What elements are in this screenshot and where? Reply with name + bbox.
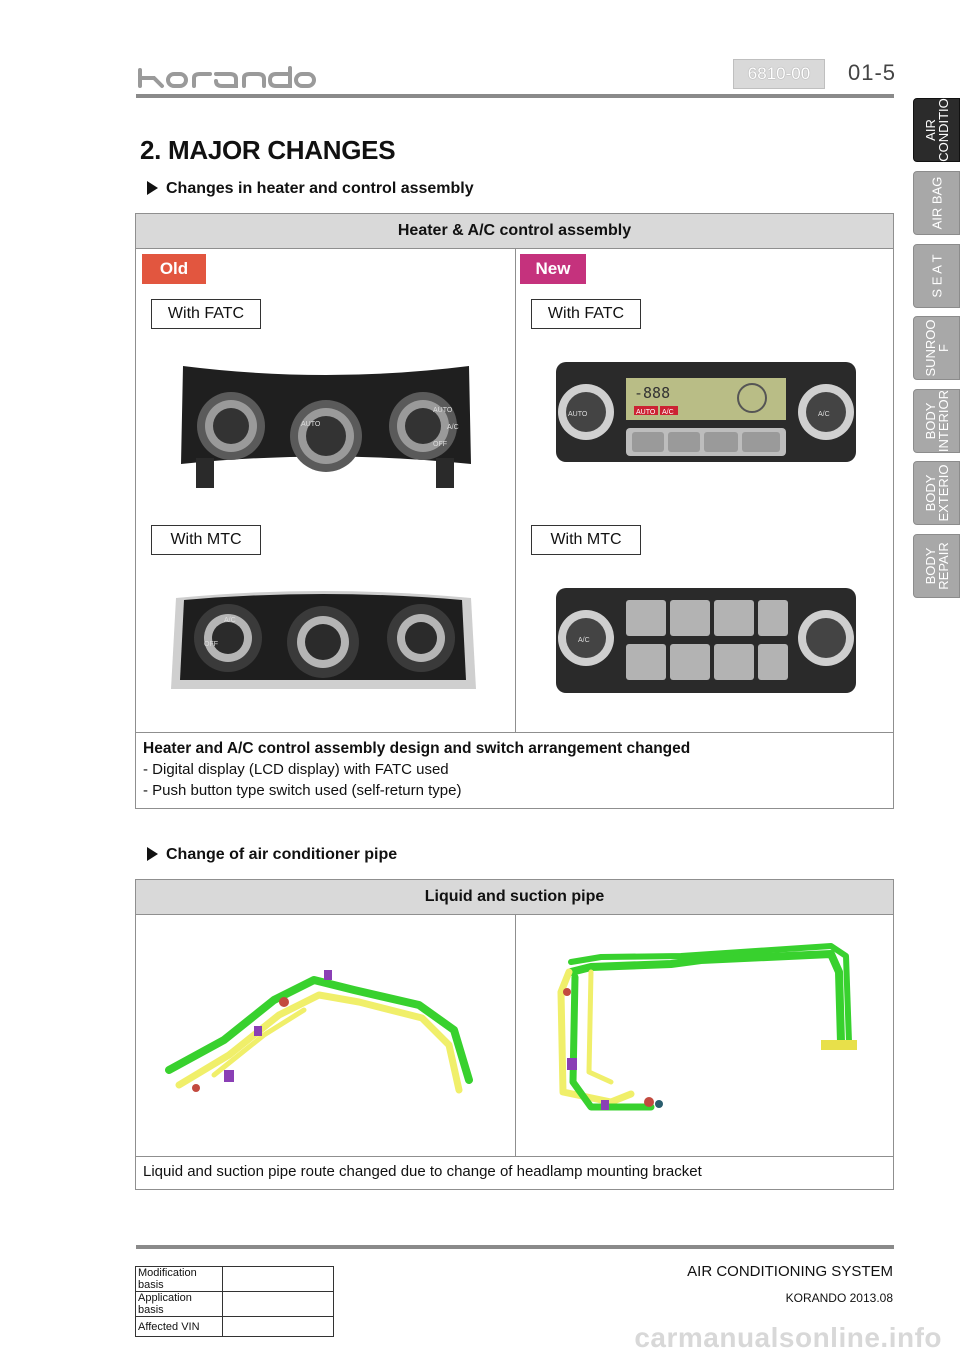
new-mtc-right-knob-icon xyxy=(798,610,854,666)
modification-table: Modification basis Application basis Aff… xyxy=(135,1266,334,1337)
page-number: 01-5 xyxy=(848,60,897,85)
header-rule xyxy=(136,94,894,98)
new-fatc-left-knob-icon xyxy=(558,384,614,440)
old-fatc-auto-text: AUTO xyxy=(301,421,321,428)
lcd-ac-indicator: A/C xyxy=(662,409,674,416)
tab-seat[interactable]: S E A T xyxy=(913,244,960,308)
new-fatc-right-knob-icon xyxy=(798,384,854,440)
modification-basis-value xyxy=(222,1266,334,1292)
old-fatc-control-image: AUTO AUTO OFF A/C xyxy=(181,366,471,488)
new-fatc-control-image: -888 AUTO A/C AUTO A/C xyxy=(556,362,856,462)
new-fatc-auto-text: AUTO xyxy=(568,411,588,418)
lcd-temperature-readout: -888 xyxy=(634,384,670,402)
old-fatc-label: With FATC xyxy=(151,299,261,329)
table-row: Affected VIN xyxy=(135,1316,334,1337)
tab-sunroof[interactable]: SUNROO F xyxy=(913,316,960,380)
new-badge: New xyxy=(520,254,586,284)
heater-change-note: Heater and A/C control assembly design a… xyxy=(143,738,883,801)
pipe-table: Liquid and suction pipe Liquid and sucti… xyxy=(135,879,894,1190)
heater-note-line: - Push button type switch used (self-ret… xyxy=(143,782,462,799)
watermark: carmanualsonline.info xyxy=(634,1322,942,1353)
old-fatc-off-text: OFF xyxy=(433,441,447,448)
new-mtc-label: With MTC xyxy=(531,525,641,555)
new-mtc-ac-text: A/C xyxy=(578,637,590,644)
application-basis-label: Application basis xyxy=(135,1291,223,1317)
tab-body-exterior[interactable]: BODY EXTERIO xyxy=(913,461,960,525)
triangle-bullet-icon xyxy=(147,847,158,861)
heater-note-line: - Digital display (LCD display) with FAT… xyxy=(143,761,449,778)
old-fatc-right-knob-icon xyxy=(389,392,457,460)
column-divider xyxy=(515,914,516,1156)
table-row: Modification basis xyxy=(135,1266,334,1292)
affected-vin-label: Affected VIN xyxy=(135,1316,223,1337)
korando-logo xyxy=(138,66,316,88)
new-pipe-route-image xyxy=(557,943,857,1111)
section2-bullet: Change of air conditioner pipe xyxy=(147,846,397,864)
tab-air-bag[interactable]: AIR BAG xyxy=(913,171,960,235)
heater-note-title: Heater and A/C control assembly design a… xyxy=(143,740,691,757)
lcd-auto-indicator: AUTO xyxy=(636,409,656,416)
row-divider xyxy=(136,1156,893,1157)
heater-control-table: Heater & A/C control assembly Old New Wi… xyxy=(135,213,894,809)
old-mtc-ac-text: A/C xyxy=(224,617,236,624)
old-fatc-left-knob-icon xyxy=(197,392,265,460)
old-mtc-label: With MTC xyxy=(151,525,261,555)
modification-basis-label: Modification basis xyxy=(135,1266,223,1292)
affected-vin-value xyxy=(222,1316,334,1337)
section1-bullet: Changes in heater and control assembly xyxy=(147,180,474,198)
old-fatc-ac-text: A/C xyxy=(447,424,459,431)
footer-rule xyxy=(136,1245,894,1249)
row-divider xyxy=(136,732,893,733)
old-mtc-off-text: OFF xyxy=(204,641,218,648)
footer-system-title: AIR CONDITIONING SYSTEM xyxy=(687,1263,893,1280)
old-badge: Old xyxy=(142,254,206,284)
triangle-bullet-icon xyxy=(147,181,158,195)
column-divider xyxy=(515,248,516,732)
old-pipe-route-image xyxy=(165,970,473,1094)
lcd-fan-icon xyxy=(737,383,767,413)
old-mtc-center-knob-icon xyxy=(287,606,359,678)
new-fatc-ac-text: A/C xyxy=(818,411,830,418)
heater-table-header: Heater & A/C control assembly xyxy=(136,214,893,249)
old-fatc-right-auto-text: AUTO xyxy=(433,407,453,414)
table-row: Application basis xyxy=(135,1291,334,1317)
new-mtc-control-image: A/C xyxy=(556,588,856,693)
pipe-table-header: Liquid and suction pipe xyxy=(136,880,893,915)
old-mtc-control-image: OFF A/C xyxy=(171,591,476,689)
old-mtc-right-knob-icon xyxy=(387,604,455,672)
page-title: 2. MAJOR CHANGES xyxy=(140,135,396,165)
pipe-change-note: Liquid and suction pipe route changed du… xyxy=(143,1163,702,1180)
old-mtc-left-knob-icon xyxy=(194,604,262,672)
new-mtc-left-knob-icon xyxy=(558,610,614,666)
tab-air-conditioning[interactable]: AIR CONDITIO xyxy=(913,98,960,162)
application-basis-value xyxy=(222,1291,334,1317)
tab-body-interior[interactable]: BODY INTERIOR xyxy=(913,389,960,453)
section-code-badge: 6810-00 xyxy=(733,59,825,89)
tab-body-repair[interactable]: BODY REPAIR xyxy=(913,534,960,598)
new-fatc-label: With FATC xyxy=(531,299,641,329)
old-fatc-center-knob-icon xyxy=(290,400,362,472)
footer-model: KORANDO 2013.08 xyxy=(785,1291,893,1305)
